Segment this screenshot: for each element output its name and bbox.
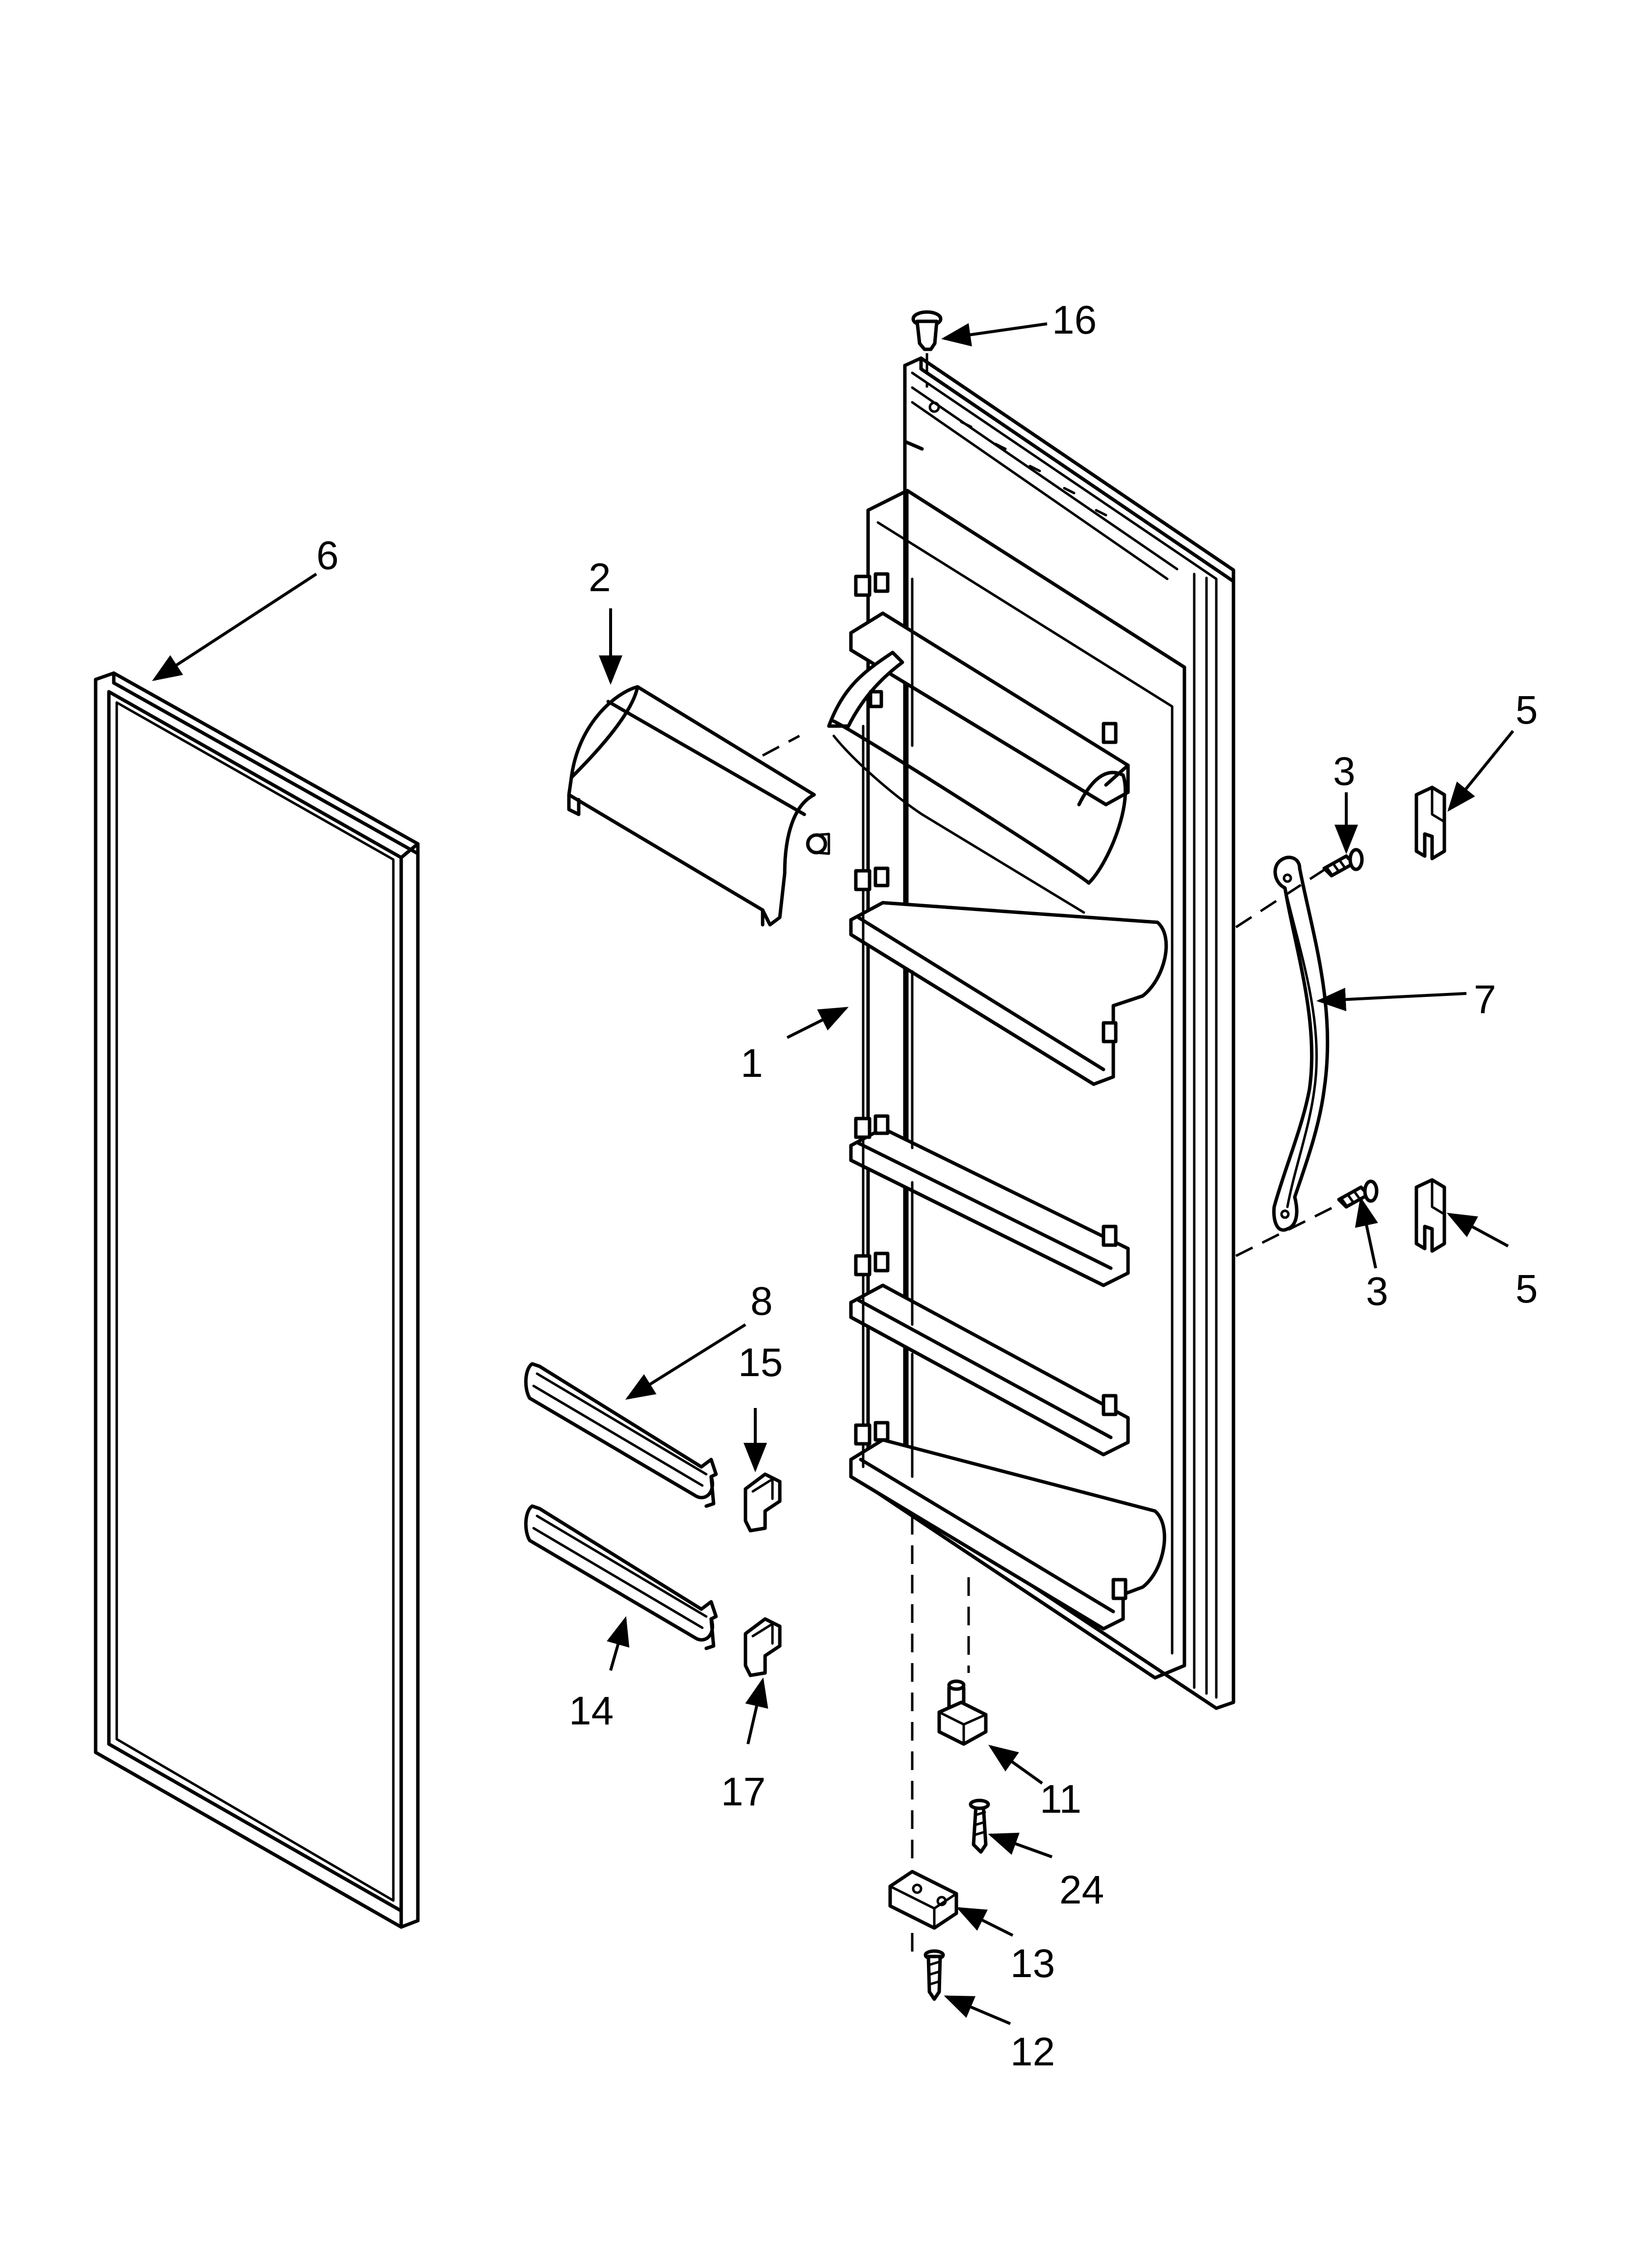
callout-16: 16: [1052, 298, 1097, 342]
callout-6: 6: [316, 533, 339, 578]
callout-8: 8: [750, 1279, 773, 1324]
upper-shelf-trim: [524, 1362, 718, 1508]
door-handle: [1235, 856, 1340, 1257]
trim-clip-lower: [744, 1617, 782, 1677]
callout-7: 7: [1474, 977, 1496, 1022]
callout-2: 2: [589, 555, 611, 600]
callout-5-bottom: 5: [1515, 1267, 1538, 1311]
callout-12: 12: [1010, 2030, 1055, 2074]
callout-1: 1: [741, 1041, 763, 1086]
callout-14: 14: [569, 1689, 614, 1733]
door-gasket: [94, 671, 420, 1929]
callout-5-top: 5: [1515, 688, 1538, 732]
handle-screw-bottom: [1337, 1179, 1379, 1209]
top-plug: [911, 310, 943, 388]
shim-screw: [924, 1949, 945, 2001]
leader-lines: [152, 322, 1514, 2025]
lower-hinge-pin: [937, 1577, 988, 1746]
callout-24: 24: [1059, 1868, 1104, 1912]
door-liner-assembly: [827, 356, 1235, 1710]
callout-13: 13: [1010, 1941, 1055, 1986]
handle-end-cap-top: [1414, 785, 1446, 860]
callout-3-top: 3: [1333, 749, 1356, 794]
callout-11: 11: [1040, 1777, 1081, 1822]
callout-17: 17: [721, 1770, 766, 1814]
dairy-door: [567, 685, 830, 927]
handle-end-cap-bottom: [1414, 1178, 1446, 1253]
lower-shelf-trim: [524, 1504, 718, 1650]
handle-screw-top: [1322, 848, 1364, 878]
trim-clip-upper: [744, 1472, 782, 1533]
callout-15: 15: [738, 1340, 783, 1385]
hinge-screw: [969, 1799, 990, 1854]
callout-3-bottom: 3: [1366, 1269, 1388, 1314]
